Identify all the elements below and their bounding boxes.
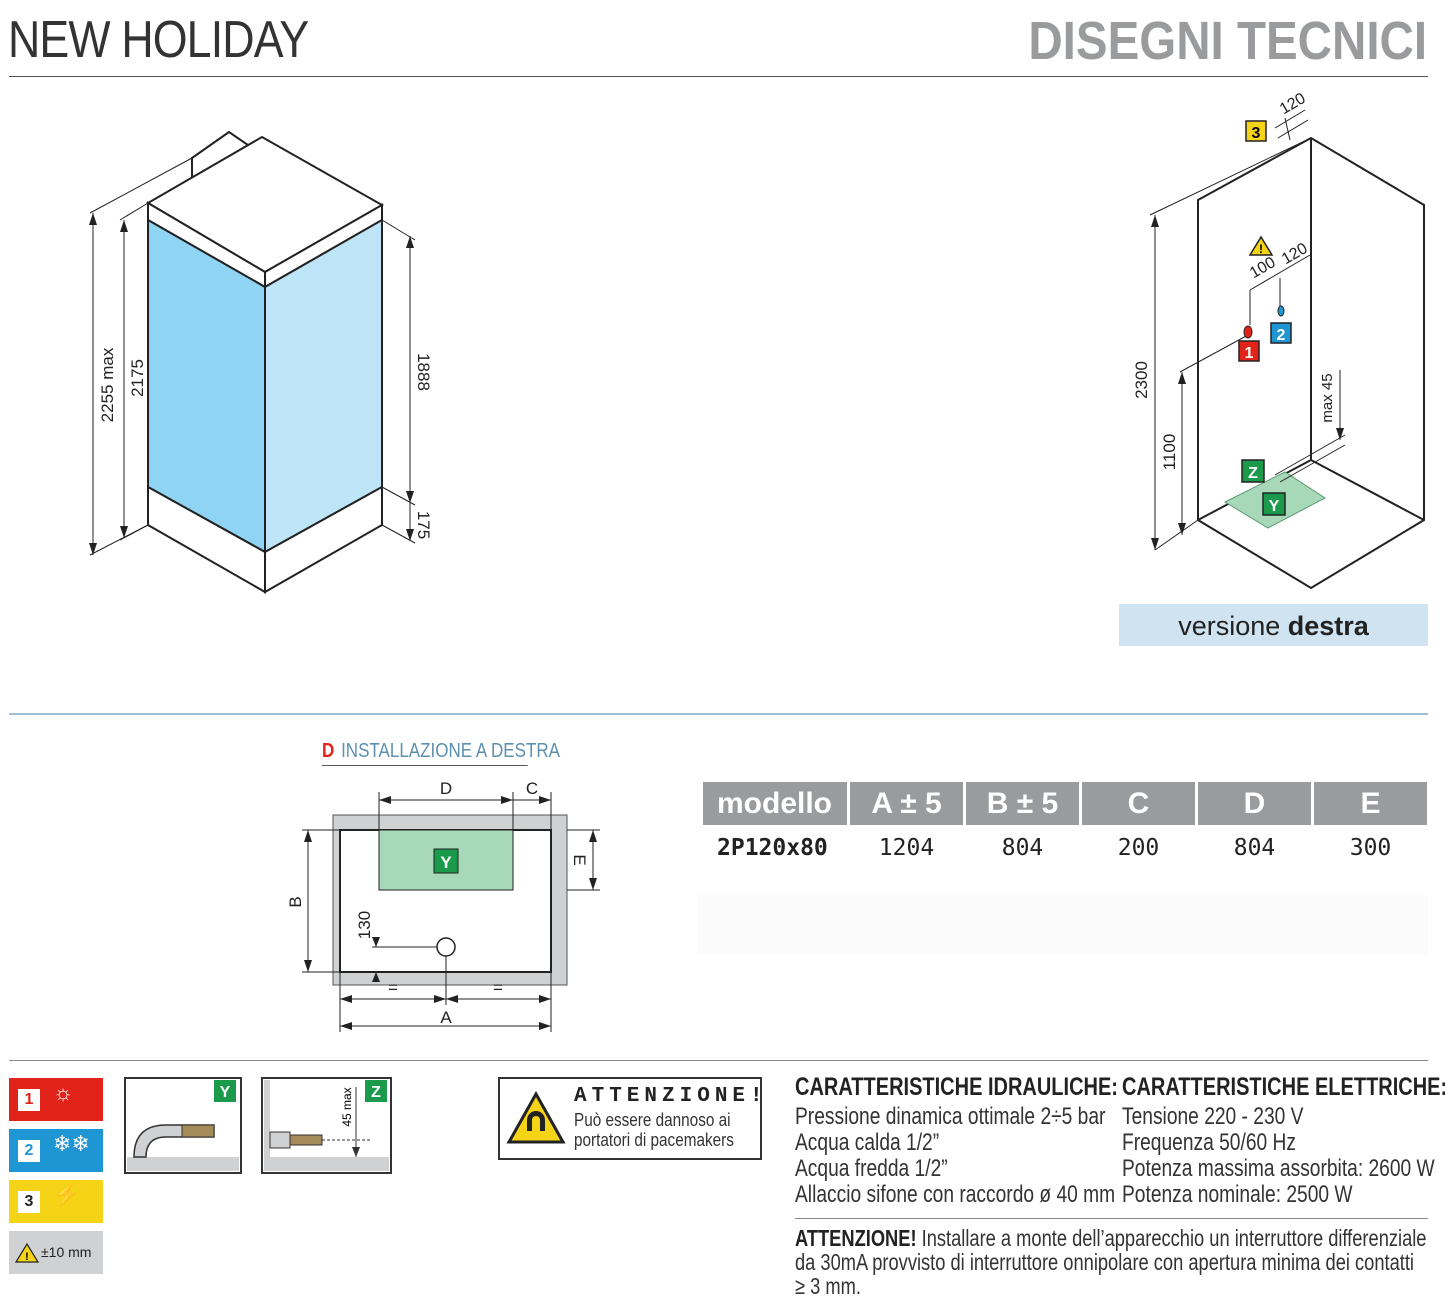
installation-caption-text: INSTALLAZIONE A DESTRA <box>341 740 560 762</box>
col-modello: modello <box>703 782 847 825</box>
hydraulic-heading: CARATTERISTICHE IDRAULICHE: <box>795 1073 1118 1101</box>
magnet-warning-icon <box>506 1091 566 1144</box>
legend-cold-num: 2 <box>18 1140 40 1162</box>
electric-line: Potenza nominale: 2500 W <box>1122 1181 1353 1208</box>
hydraulic-line: Acqua calda 1/2” <box>795 1129 940 1156</box>
electric-line: Potenza massima assorbita: 2600 W <box>1122 1155 1435 1182</box>
hydraulic-characteristics: CARATTERISTICHE IDRAULICHE: Pressione di… <box>795 1073 1118 1208</box>
drain-circle-icon <box>436 937 456 957</box>
attention-line-1: Può essere dannoso ai <box>574 1110 731 1130</box>
marker-hot: 1 <box>1245 345 1254 362</box>
installation-caption: D INSTALLAZIONE A DESTRA <box>322 740 560 766</box>
tolerance-warning-icon: ! <box>15 1243 39 1263</box>
marker-power: 3 <box>1252 125 1261 142</box>
plan-label-c: C <box>526 779 538 798</box>
tolerance-text: ±10 mm <box>41 1244 92 1260</box>
detail-z-label: Z <box>371 1084 381 1101</box>
section-rule <box>9 713 1428 715</box>
col-d: D <box>1198 782 1311 825</box>
col-e: E <box>1314 782 1427 825</box>
cell-d: 804 <box>1233 835 1276 861</box>
detail-y-label: Y <box>220 1084 231 1101</box>
svg-text:!: ! <box>1259 242 1263 256</box>
version-text: versione <box>1178 611 1281 641</box>
plan-eq-left: = <box>388 978 398 997</box>
marker-cold: 2 <box>1277 327 1286 344</box>
electric-line: Frequenza 50/60 Hz <box>1122 1129 1296 1156</box>
plan-label-e: E <box>570 854 589 865</box>
attention-line-2: portatori di pacemakers <box>574 1130 734 1150</box>
dim-inlet-height: 1100 <box>1160 434 1179 471</box>
electric-line: Tensione 220 - 230 V <box>1122 1103 1304 1130</box>
legend-power: 3 ⚡ <box>9 1180 103 1223</box>
legend-tolerance: ! ±10 mm <box>9 1231 103 1274</box>
cold-inlet-icon <box>1277 305 1285 317</box>
dim-drain-max: max 45 <box>1319 373 1336 422</box>
snowflake-icon: ❄❄ <box>53 1131 90 1156</box>
legend-cold: 2 ❄❄ <box>9 1129 103 1172</box>
table-row: 2P120x80 1204 804 200 804 300 <box>703 825 1427 871</box>
plug-bolt-icon: ⚡ <box>53 1182 81 1207</box>
spec-table: modello A ± 5 B ± 5 C D E 2P120x80 1204 … <box>700 782 1430 871</box>
version-value: destra <box>1287 611 1369 641</box>
detail-z-drawing: 45 max Z <box>261 1077 392 1174</box>
attention-box: ATTENZIONE! Può essere dannoso ai portat… <box>498 1077 763 1160</box>
electrical-warning: ATTENZIONE! Installare a monte dell’appa… <box>795 1226 1427 1298</box>
attention-title: ATTENZIONE! <box>574 1085 768 1108</box>
hot-inlet-icon <box>1243 325 1253 339</box>
marker-drain-y: Y <box>1269 498 1280 515</box>
svg-text:!: ! <box>25 1251 29 1263</box>
cell-b: 804 <box>1001 835 1044 861</box>
plan-drain-offset: 130 <box>355 911 374 939</box>
hydraulic-line: Pressione dinamica ottimale 2÷5 bar <box>795 1103 1106 1130</box>
warning-rule <box>795 1218 1428 1219</box>
hydraulic-line: Allaccio sifone con raccordo ø 40 mm <box>795 1181 1116 1208</box>
cell-model: 2P120x80 <box>717 835 828 861</box>
plan-label-d: D <box>440 779 452 798</box>
detail-z-dim: 45 max <box>340 1087 354 1126</box>
version-label: versione destra <box>1119 604 1428 646</box>
dim-base: 175 <box>414 511 433 539</box>
plan-label-b: B <box>286 896 305 907</box>
cell-a: 1204 <box>878 835 935 861</box>
product-title: NEW HOLIDAY <box>8 11 309 69</box>
installation-plan: Y 130 D C B E = = A <box>286 779 600 1032</box>
footer-rule <box>9 1060 1428 1061</box>
col-c: C <box>1082 782 1195 825</box>
warning-body: Installare a monte dell’apparecchio un i… <box>795 1225 1427 1299</box>
plan-label-a: A <box>440 1008 452 1027</box>
legend-hot: 1 ☼ <box>9 1078 103 1121</box>
dim-height-2300: 2300 <box>1132 361 1151 399</box>
cell-e: 300 <box>1349 835 1392 861</box>
front-view-drawing: 2255 max 2175 1888 175 <box>89 130 433 594</box>
table-shade <box>697 895 1428 955</box>
dim-glass: 1888 <box>414 353 433 391</box>
col-a: A ± 5 <box>850 782 963 825</box>
marker-drain-z: Z <box>1248 465 1258 482</box>
legend-power-num: 3 <box>18 1191 40 1213</box>
spec-table-header: modello A ± 5 B ± 5 C D E <box>703 782 1427 825</box>
header-rule <box>9 76 1428 77</box>
installation-letter: D <box>322 740 335 762</box>
sun-icon: ☼ <box>53 1080 74 1105</box>
dim-height: 2175 <box>128 359 147 397</box>
warning-triangle-icon <box>1248 235 1274 256</box>
electric-characteristics: CARATTERISTICHE ELETTRICHE: Tensione 220… <box>1122 1073 1445 1208</box>
col-b: B ± 5 <box>966 782 1079 825</box>
warning-lead: ATTENZIONE! <box>795 1225 917 1251</box>
detail-y-drawing: Y <box>124 1077 242 1174</box>
electric-heading: CARATTERISTICHE ELETTRICHE: <box>1122 1073 1445 1101</box>
section-title: DISEGNI TECNICI <box>1028 11 1427 71</box>
plan-label-y: Y <box>440 853 452 872</box>
dim-top-offset: 120 <box>1277 90 1309 118</box>
hydraulic-line: Acqua fredda 1/2” <box>795 1155 948 1182</box>
plan-eq-right: = <box>493 978 503 997</box>
dim-total-max: 2255 max <box>98 347 117 422</box>
cell-c: 200 <box>1117 835 1160 861</box>
legend-hot-num: 1 <box>18 1089 40 1111</box>
side-view-drawing: max 45 2300 1100 120 100 120 ! 3 1 2 Z Y <box>1132 90 1425 590</box>
